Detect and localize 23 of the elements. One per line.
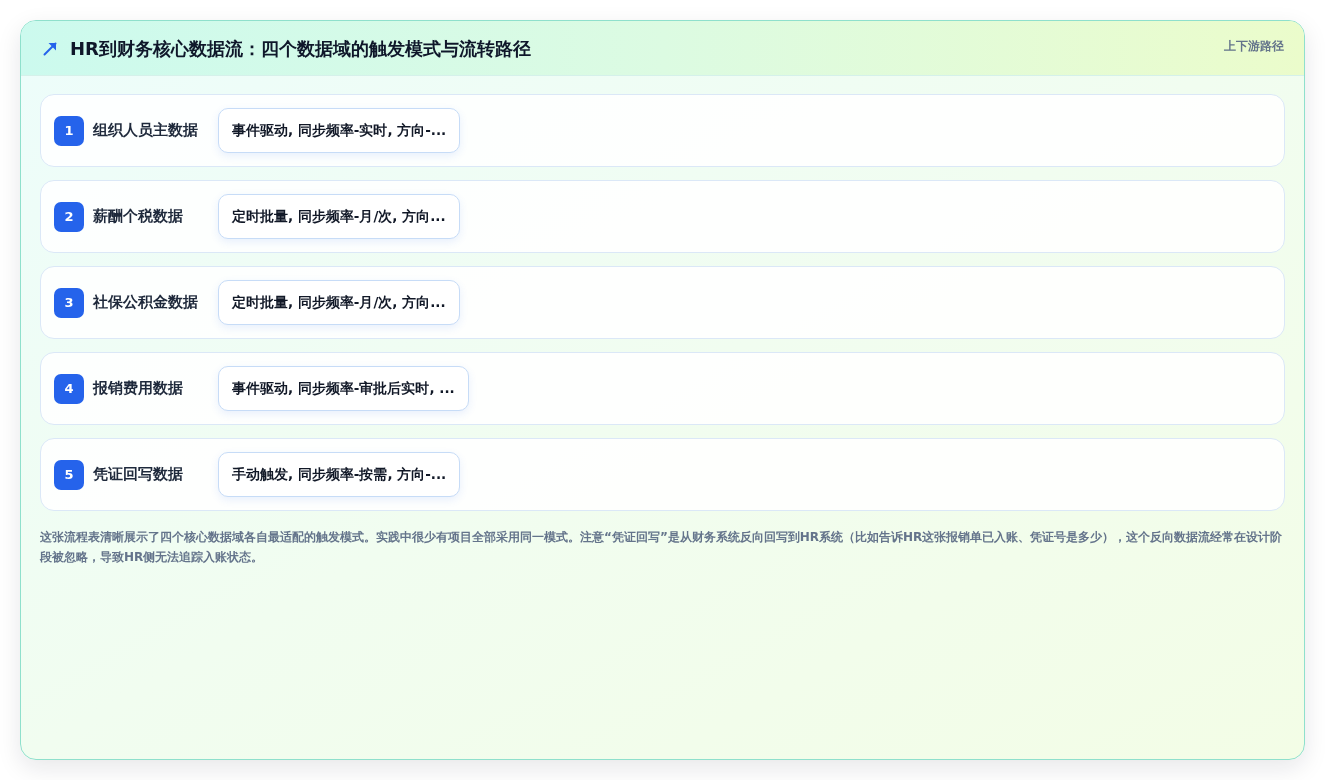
number-badge: 1: [54, 115, 84, 146]
domain-name: 薪酬个税数据: [93, 206, 184, 228]
number-badge: 2: [54, 201, 84, 232]
domain-name: 社保公积金数据: [93, 292, 199, 314]
header-label: 上下游路径: [1224, 38, 1284, 55]
tag-pill: 定时批量, 同步频率-月/次, 方向...: [218, 194, 460, 239]
data-domain-card: [40, 352, 1285, 425]
title: HR到财务核心数据流：四个数据域的触发模式与流转路径: [70, 36, 531, 61]
tag-pill: 定时批量, 同步频率-月/次, 方向...: [218, 280, 460, 325]
number-badge: 3: [54, 287, 84, 318]
number-badge: 5: [54, 459, 84, 490]
data-domain-card: [40, 180, 1285, 253]
tag-pill: 事件驱动, 同步频率-实时, 方向-...: [218, 108, 461, 153]
note-text: 这张流程表清晰展示了四个核心数据域各自最适配的触发模式。实践中很少有项目全部采用同一模式。注意“凭证回写”是从财务系统反向回写到HR系统（比如告诉HR这张报销单已入账、凭证号是多少），这个反向数据流经常在设计阶段被忽略，导致HR侧无法追踪入账状态。: [40, 529, 1284, 566]
domain-name: 凭证回写数据: [93, 464, 184, 486]
data-domain-card: [40, 266, 1285, 339]
data-domain-card: [40, 94, 1285, 167]
number-badge: 4: [54, 373, 84, 404]
tag-pill: 手动触发, 同步频率-按需, 方向-...: [218, 452, 461, 497]
data-domain-card: [40, 438, 1285, 511]
domain-name: 组织人员主数据: [93, 120, 199, 142]
tag-pill: 事件驱动, 同步频率-审批后实时, ...: [218, 366, 469, 411]
domain-name: 报销费用数据: [93, 378, 184, 400]
